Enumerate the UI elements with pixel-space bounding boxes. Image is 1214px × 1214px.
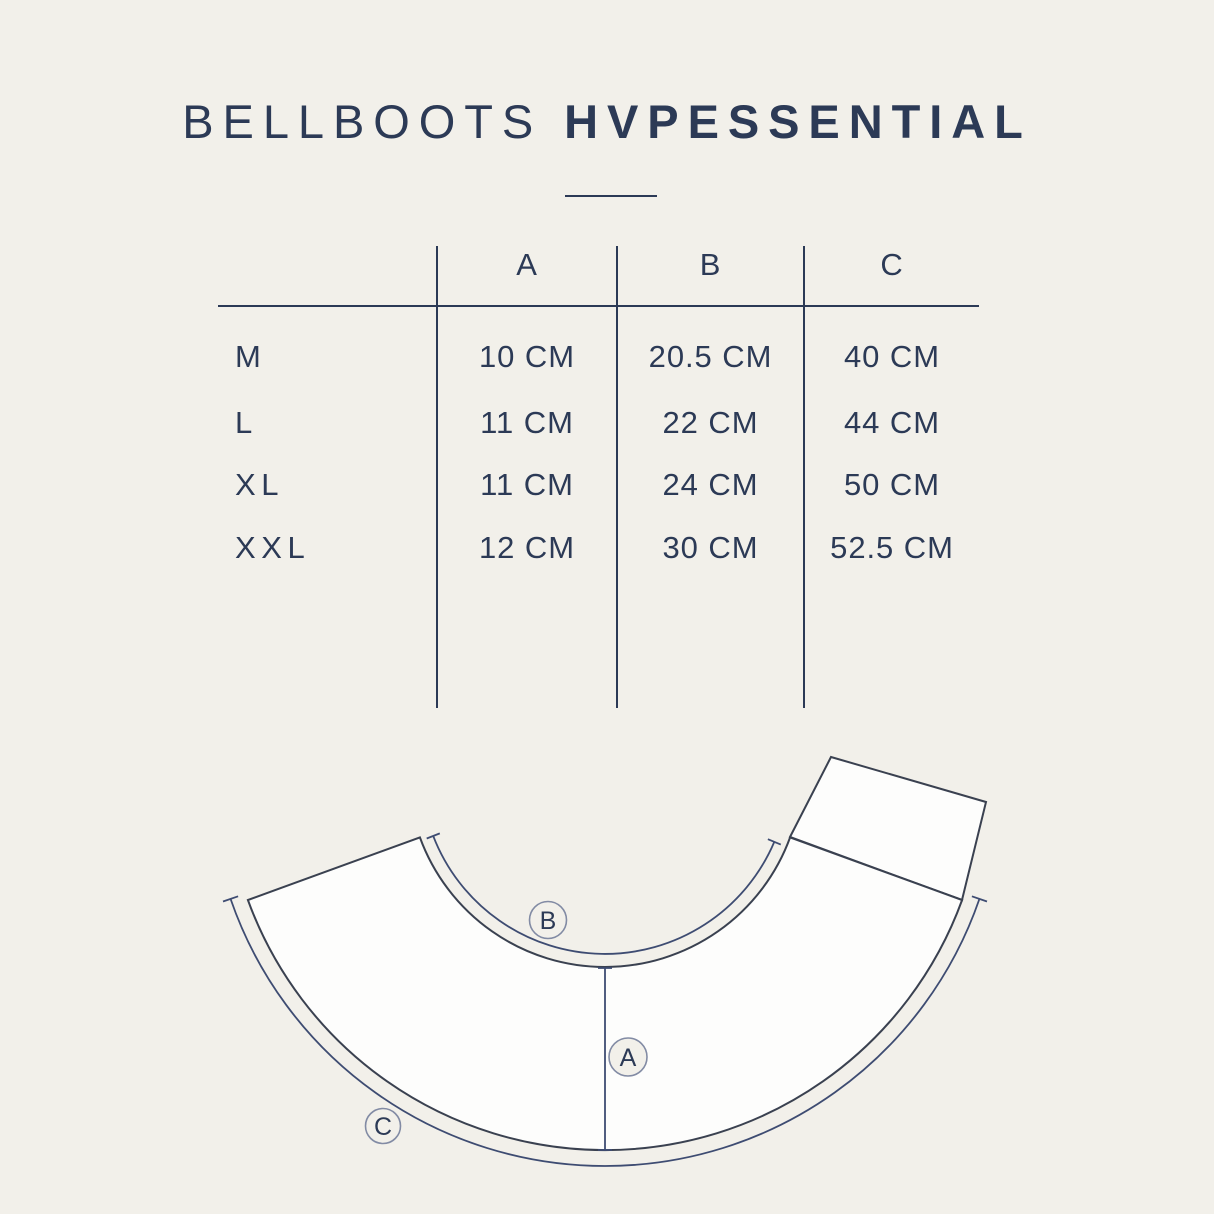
table-cell-c: 50 CM <box>844 467 940 502</box>
page-title: BELLBOOTS HVPESSENTIAL <box>0 94 1214 149</box>
table-row-size-label: L <box>235 405 258 440</box>
label-circle-c <box>364 1107 402 1145</box>
label-circle-b <box>528 900 568 940</box>
table-header-c: C <box>880 247 904 282</box>
table-cell-b: 24 CM <box>662 467 759 502</box>
dimension-c-tick-right <box>971 895 988 903</box>
table-column-rule-1 <box>436 246 438 708</box>
dimension-line-c <box>229 898 981 1167</box>
table-cell-b: 30 CM <box>662 530 759 565</box>
dimension-b-tick-right <box>767 838 782 846</box>
label-letter-b: B <box>540 907 557 935</box>
table-cell-b: 20.5 CM <box>648 339 773 374</box>
dimension-c-tick-left <box>222 895 239 903</box>
label-letter-c: C <box>374 1113 392 1141</box>
table-cell-a: 11 CM <box>480 467 574 502</box>
label-letter-a: A <box>620 1044 637 1072</box>
table-cell-a: 12 CM <box>479 530 575 565</box>
page-title-product: HVPESSENTIAL <box>564 95 1032 148</box>
table-cell-a: 10 CM <box>479 339 575 374</box>
table-header-rule <box>218 305 979 307</box>
dimension-b-tick-left <box>426 832 441 840</box>
table-header-b: B <box>699 247 722 282</box>
table-cell-c: 52.5 CM <box>830 530 954 565</box>
table-row-size-label: XL <box>235 467 285 502</box>
table-cell-c: 40 CM <box>844 339 940 374</box>
table-header-a: A <box>516 247 538 282</box>
table-cell-a: 11 CM <box>480 405 574 440</box>
table-cell-b: 22 CM <box>662 405 759 440</box>
table-column-rule-3 <box>803 246 805 708</box>
table-row-size-label: M <box>235 339 267 374</box>
title-divider <box>565 195 657 197</box>
table-cell-c: 44 CM <box>844 405 940 440</box>
dimension-line-b <box>432 835 776 955</box>
page-title-brand: BELLBOOTS <box>182 95 543 148</box>
table-row-size-label: XXL <box>235 530 311 565</box>
table-column-rule-2 <box>616 246 618 708</box>
label-circle-a <box>608 1037 648 1077</box>
